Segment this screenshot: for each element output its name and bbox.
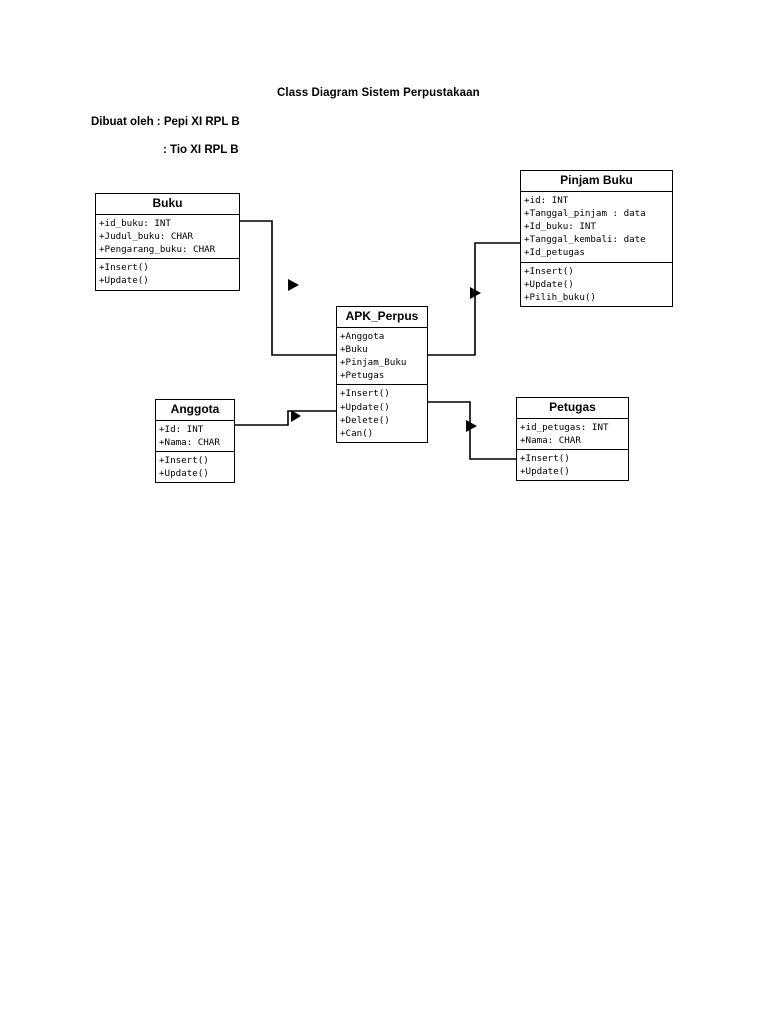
uml-class-petugas[interactable]: Petugas +id_petugas: INT +Nama: CHAR +In… — [516, 397, 629, 482]
uml-class-apk-perpus[interactable]: APK_Perpus +Anggota +Buku +Pinjam_Buku +… — [336, 306, 428, 444]
uml-attribute: +Nama: CHAR — [159, 436, 220, 448]
arrowhead-icon — [466, 420, 477, 432]
uml-attribute: +Id_petugas — [524, 247, 585, 259]
uml-attributes-compartment: +Id: INT +Nama: CHAR — [156, 421, 234, 451]
connector-buku-to-apk-perpus — [240, 220, 336, 356]
uml-attribute: +Id_buku: INT — [524, 221, 596, 232]
uml-attribute: +id_buku: INT — [99, 217, 171, 229]
uml-methods-compartment: +Insert() +Update() +Pilih_buku() — [521, 261, 672, 307]
uml-attribute: +Buku — [340, 343, 368, 355]
uml-attribute: +Pinjam_Buku — [340, 357, 407, 368]
uml-method: +Can() — [340, 428, 374, 440]
byline-author-1: Dibuat oleh : Pepi XI RPL B — [91, 116, 240, 128]
arrowhead-icon — [470, 287, 481, 299]
uml-method: +Update() — [524, 278, 574, 290]
uml-method: +Update() — [520, 466, 570, 478]
uml-class-buku[interactable]: Buku +id_buku: INT +Judul_buku: CHAR +Pe… — [95, 193, 240, 291]
arrowhead-icon — [291, 410, 301, 422]
uml-method: +Delete() — [340, 414, 390, 426]
uml-attribute: +id_petugas: INT — [520, 421, 609, 433]
uml-attribute: +Id: INT — [159, 423, 204, 435]
uml-methods-compartment: +Insert() +Update() +Delete() +Can() — [337, 384, 427, 442]
uml-methods-compartment: +Insert() +Update() — [96, 258, 239, 289]
uml-class-title: Anggota — [156, 400, 234, 421]
page-title: Class Diagram Sistem Perpustakaan — [277, 87, 480, 99]
uml-methods-compartment: +Insert() +Update() — [156, 451, 234, 482]
uml-method: +Update() — [99, 275, 149, 287]
uml-attribute: +Nama: CHAR — [520, 434, 581, 446]
arrowhead-icon — [288, 279, 299, 291]
uml-method: +Pilih_buku() — [524, 292, 596, 304]
uml-attribute: +Petugas — [340, 370, 385, 382]
uml-method: +Insert() — [524, 265, 574, 277]
uml-attributes-compartment: +id: INT +Tanggal_pinjam : data +Id_buku… — [521, 192, 672, 262]
uml-attribute: +Tanggal_kembali: date — [524, 234, 646, 246]
uml-attributes-compartment: +Anggota +Buku +Pinjam_Buku +Petugas — [337, 328, 427, 385]
uml-class-title: APK_Perpus — [337, 307, 427, 328]
uml-attribute: +Pengarang_buku: CHAR — [99, 244, 216, 255]
uml-class-title: Pinjam Buku — [521, 171, 672, 192]
uml-method: +Insert() — [159, 455, 209, 466]
connector-anggota-to-apk-perpus — [235, 410, 336, 426]
uml-method: +Insert() — [520, 453, 570, 464]
uml-class-pinjam-buku[interactable]: Pinjam Buku +id: INT +Tanggal_pinjam : d… — [520, 170, 673, 308]
uml-attribute: +Judul_buku: CHAR — [99, 230, 194, 242]
connector-apk-perpus-to-pinjam-buku — [428, 242, 520, 356]
uml-methods-compartment: +Insert() +Update() — [517, 449, 628, 480]
uml-method: +Insert() — [340, 388, 390, 400]
uml-class-title: Petugas — [517, 398, 628, 419]
uml-method: +Update() — [159, 468, 209, 480]
uml-method: +Update() — [340, 401, 390, 413]
uml-attribute: +id: INT — [524, 194, 569, 206]
uml-class-anggota[interactable]: Anggota +Id: INT +Nama: CHAR +Insert() +… — [155, 399, 235, 484]
uml-attribute: +Anggota — [340, 330, 385, 342]
uml-attribute: +Tanggal_pinjam : data — [524, 207, 646, 219]
uml-class-title: Buku — [96, 194, 239, 215]
connector-apk-perpus-to-petugas — [428, 401, 516, 460]
uml-method: +Insert() — [99, 262, 149, 274]
byline-author-2: : Tio XI RPL B — [163, 144, 239, 156]
uml-attributes-compartment: +id_buku: INT +Judul_buku: CHAR +Pengara… — [96, 215, 239, 259]
uml-attributes-compartment: +id_petugas: INT +Nama: CHAR — [517, 419, 628, 449]
